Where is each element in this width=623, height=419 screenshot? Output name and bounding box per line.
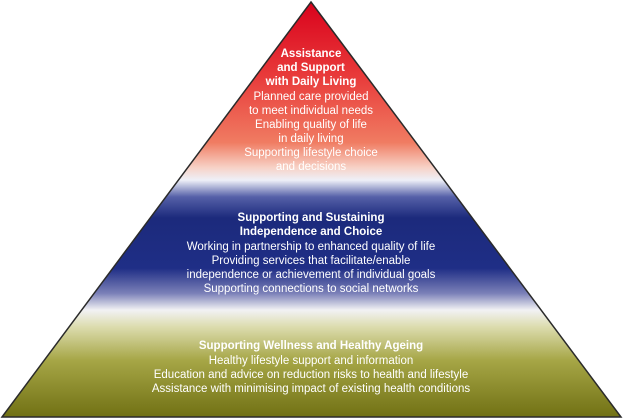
tier-top-line-5: Supporting lifestyle choice (244, 147, 378, 159)
tier-top-title-1: Assistance (281, 48, 342, 60)
tier-top: Assistance and Support with Daily Living… (244, 48, 378, 173)
tier-bottom-title-1: Supporting Wellness and Healthy Ageing (199, 340, 423, 352)
tier-bottom: Supporting Wellness and Healthy Ageing H… (152, 340, 471, 395)
tier-top-line-1: Planned care provided (253, 91, 368, 103)
tier-middle-line-1: Working in partnership to enhanced quali… (187, 241, 435, 253)
tier-middle-title-2: Independence and Choice (240, 226, 383, 238)
tier-bottom-line-3: Assistance with minimising impact of exi… (152, 383, 471, 395)
tier-bottom-line-2: Education and advice on reduction risks … (154, 369, 469, 381)
tier-middle-title-1: Supporting and Sustaining (238, 212, 385, 224)
tier-top-line-6: and decisions (276, 161, 347, 173)
tier-middle-line-4: Supporting connections to social network… (204, 283, 419, 295)
tier-bottom-line-1: Healthy lifestyle support and informatio… (209, 355, 414, 367)
tier-top-line-3: Enabling quality of life (255, 119, 367, 131)
tier-middle-line-2: Providing services that facilitate/enabl… (212, 255, 411, 267)
tier-middle-line-3: independence or achievement of individua… (187, 269, 436, 281)
tier-middle: Supporting and Sustaining Independence a… (187, 212, 436, 295)
tier-top-title-2: and Support (277, 62, 345, 74)
tier-top-line-2: to meet individual needs (249, 105, 373, 117)
tier-top-title-3: with Daily Living (265, 76, 357, 88)
tier-top-line-4: in daily living (278, 133, 343, 145)
